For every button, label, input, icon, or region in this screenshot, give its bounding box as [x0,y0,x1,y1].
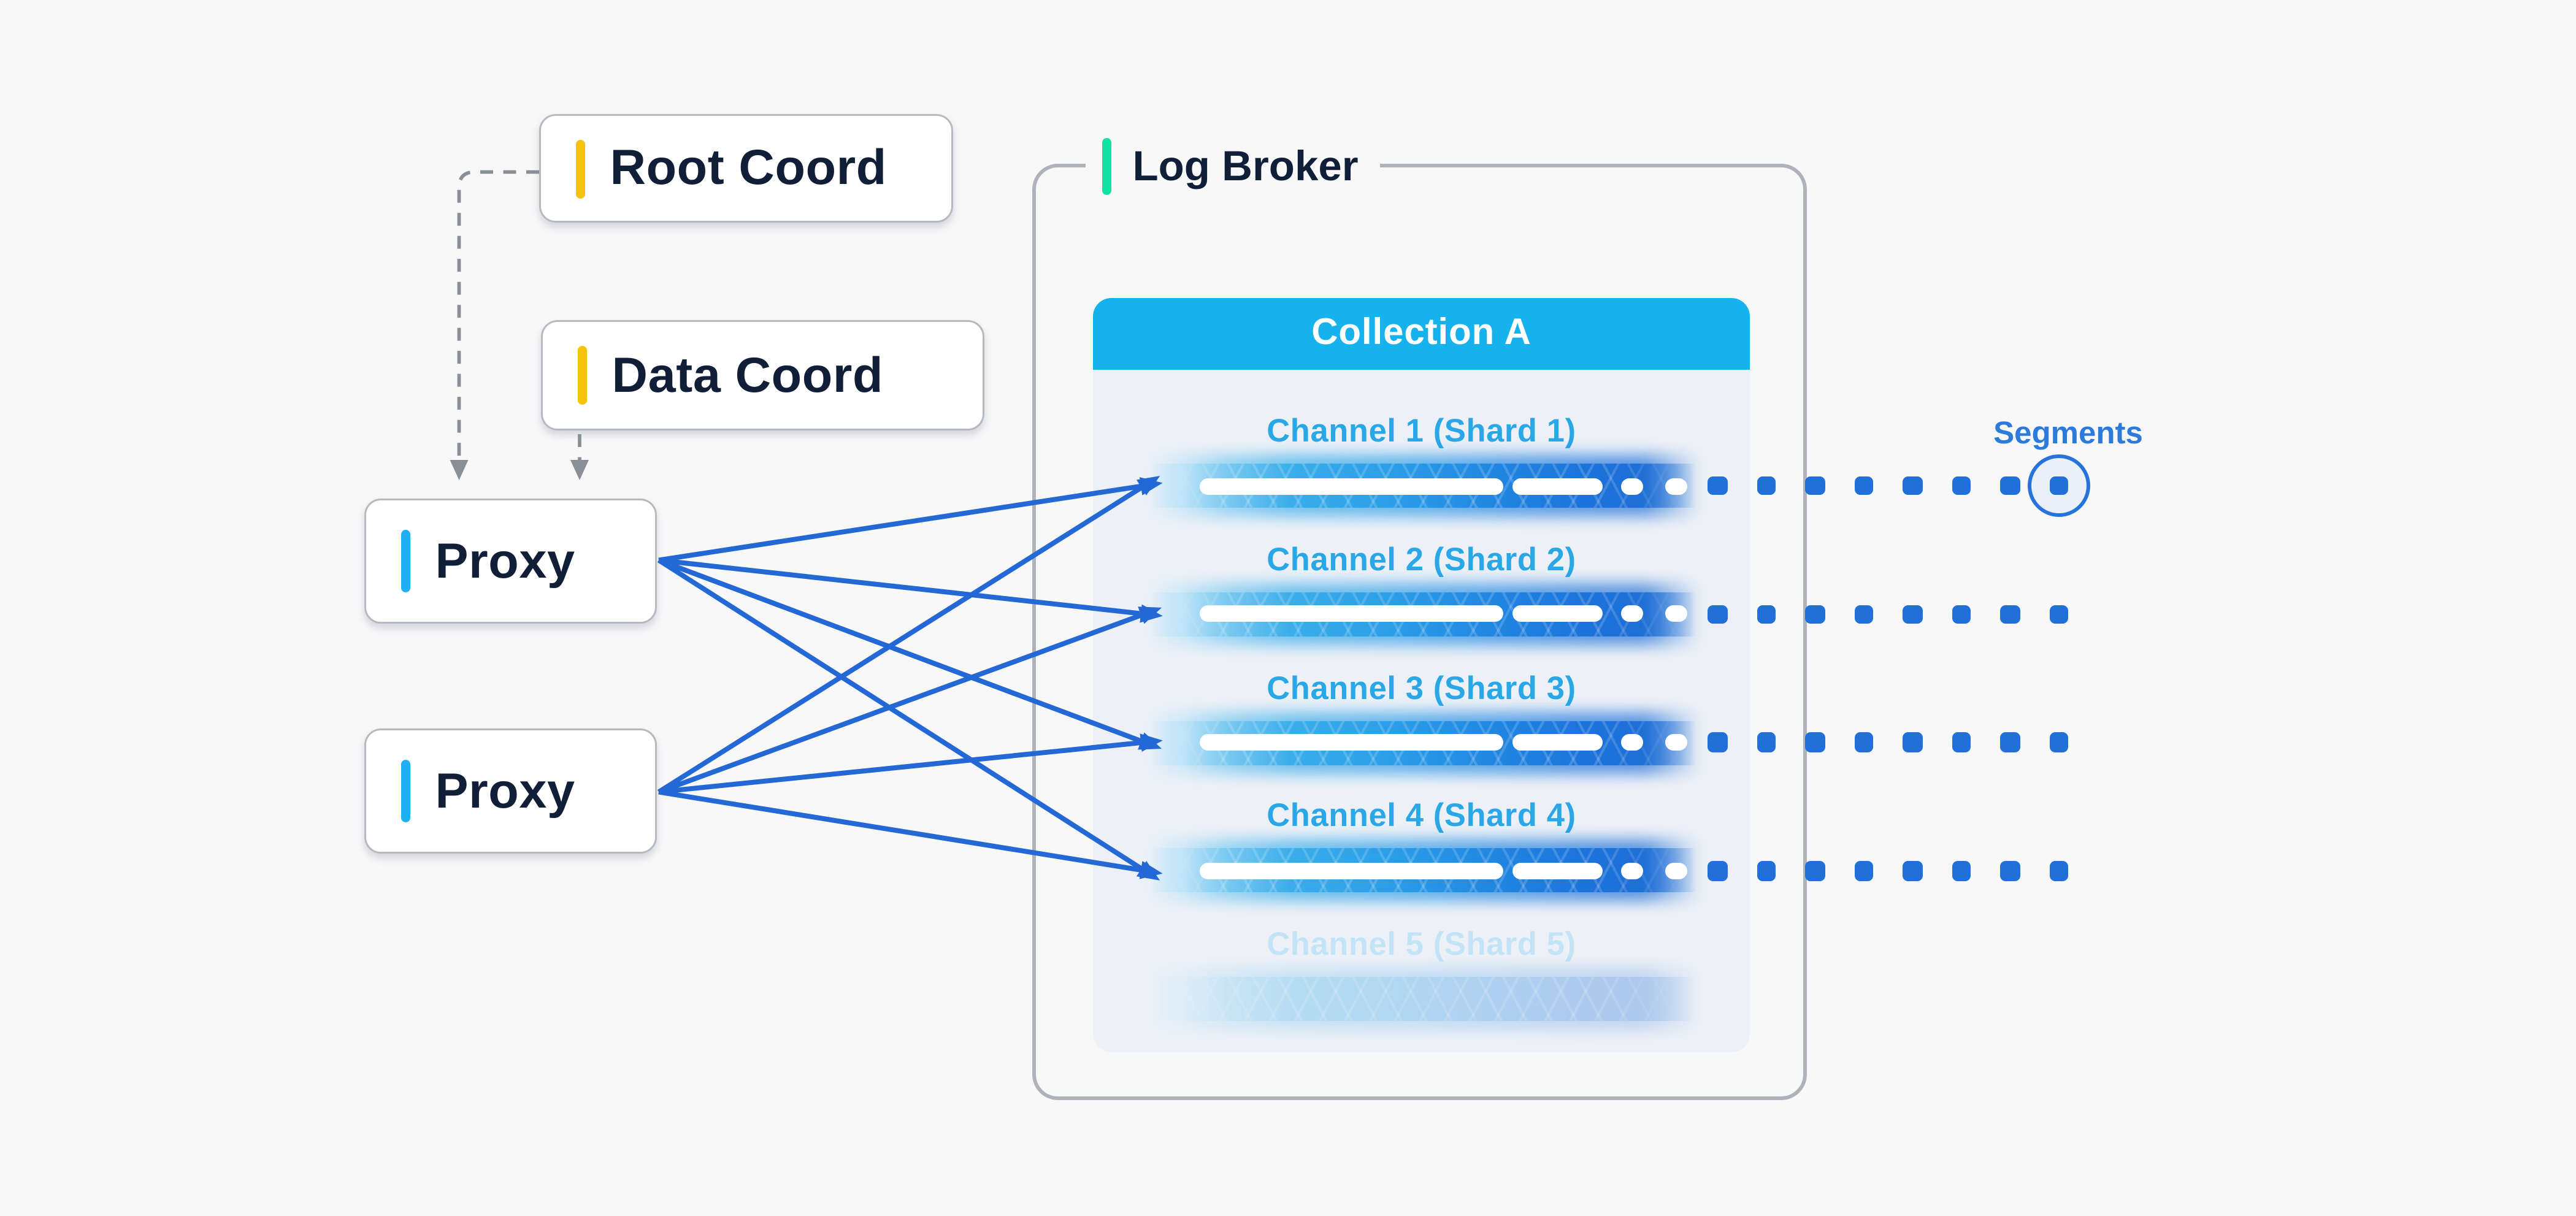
yellow-accent-bar [578,346,586,405]
segment-square [1756,476,1776,495]
cyan-accent-bar [401,760,410,822]
segment-square [1805,732,1825,752]
stream-bar-tex [1150,977,1696,1021]
collection-card: Collection A [1093,298,1750,1052]
channel-label: Channel 5 (Shard 5) [1267,925,1576,962]
segment-square [2049,604,2068,624]
segment-square [2000,476,2020,495]
channel-stream-bar [1146,839,1700,902]
collection-title: Collection A [1311,313,1531,353]
segment-square [1853,732,1873,752]
log-entry-pill [1512,477,1603,494]
log-entry-pill [1621,862,1643,879]
segment-square [1805,476,1825,495]
log-entry-pill [1200,477,1503,494]
log-broker-title: Log Broker [1132,142,1359,189]
log-entry-pill [1621,734,1643,751]
cyan-accent-bar [401,530,410,592]
log-entry-pill [1621,477,1643,494]
green-accent-bar [1102,138,1111,195]
log-entry-pill [1665,862,1687,879]
segment-square [1951,732,1971,752]
segment-square [1853,476,1873,495]
log-broker-legend: Log Broker [1086,132,1381,201]
segment-square [2000,732,2020,752]
proxy-node-1: Proxy [364,499,657,624]
data-coord-node: Data Coord [541,320,984,430]
stream-bar-glow [1146,968,1700,1030]
segment-square [1756,861,1776,881]
segment-square [1903,732,1922,752]
root-coord-node: Root Coord [539,114,953,223]
segment-square [1805,604,1825,624]
segment-square [1951,604,1971,624]
log-entry-pill [1621,605,1643,622]
segment-square [1756,604,1776,624]
log-entry-pill [1512,605,1603,622]
segment-square [1805,861,1825,881]
channel-label: Channel 3 (Shard 3) [1267,668,1576,706]
log-entry-pill [1665,477,1687,494]
channel-stream-bar [1146,583,1700,646]
log-entry-pill [1200,862,1503,879]
segment-square [1951,476,1971,495]
segment-square [1756,732,1776,752]
collection-header: Collection A [1093,298,1750,370]
channel-stream-bar [1146,454,1700,517]
yellow-accent-bar [576,139,585,198]
channel-label: Channel 1 (Shard 1) [1267,412,1576,449]
segment-square [1853,604,1873,624]
node-label: Root Coord [610,140,887,195]
segment-square [1951,861,1971,881]
segment-square [1903,861,1922,881]
channel-label: Channel 4 (Shard 4) [1267,797,1576,834]
segment-square [1853,861,1873,881]
proxy-node-2: Proxy [364,728,657,854]
log-entry-pill [1512,734,1603,751]
channel-label: Channel 2 (Shard 2) [1267,540,1576,578]
segment-square [1708,732,1727,752]
segment-square [1708,476,1727,495]
node-label: Proxy [435,532,575,588]
log-entry-pill [1512,862,1603,879]
stream-bar-core [1150,977,1696,1021]
segment-square [2000,861,2020,881]
segment-square [2049,476,2068,495]
channel-stream-bar [1146,968,1700,1030]
segment-square [2000,604,2020,624]
log-entry-pill [1200,734,1503,751]
segment-square [1708,861,1727,881]
node-label: Proxy [435,762,575,818]
segment-square [1708,604,1727,624]
node-label: Data Coord [611,346,884,402]
log-entry-pill [1665,605,1687,622]
segments-label: Segments [1993,416,2143,451]
log-entry-pill [1665,734,1687,751]
root-coord-to-proxy-dashed-arrow [450,170,539,480]
segment-square [2049,861,2068,881]
channel-stream-bar [1146,711,1700,774]
log-entry-pill [1200,605,1503,622]
segment-square [2049,732,2068,752]
segment-square [1903,476,1922,495]
segment-square [1903,604,1922,624]
